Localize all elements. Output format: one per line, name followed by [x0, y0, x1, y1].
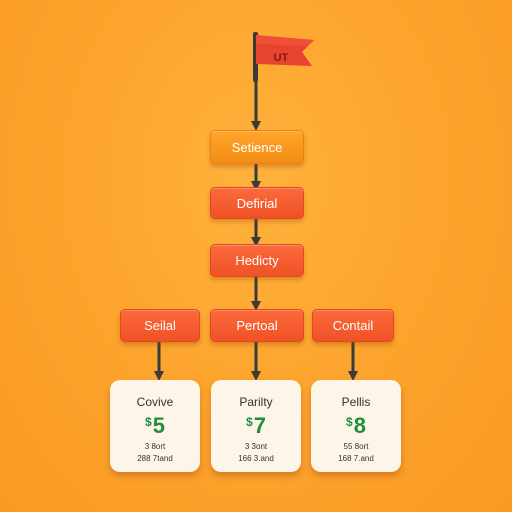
card-detail-line-1: 55 8ort [343, 442, 369, 451]
node-leaf-center-label: Pertoal [236, 318, 278, 333]
node-root-label: Setience [231, 139, 283, 155]
card-title: Covive [136, 395, 174, 409]
node-level2-label: Defirial [236, 195, 278, 211]
node-level2[interactable]: Defirial [210, 187, 304, 219]
flag-label: UT [273, 52, 289, 64]
node-root[interactable]: Setience [210, 130, 304, 164]
node-leaf-right-label: Contail [332, 318, 374, 333]
card-amount: 8 [353, 413, 366, 438]
card-detail-line-1: 3 3ont [244, 442, 268, 451]
card-price: $ 7 [211, 414, 301, 440]
flag-icon [253, 32, 314, 82]
pricing-card-center[interactable]: Parilty $ 7 3 3ont 166 3.and [211, 380, 301, 472]
node-level3-label: Hedicty [235, 253, 279, 268]
card-detail-line-2: 168 7.and [338, 454, 374, 463]
card-currency: $ [145, 415, 152, 429]
node-leaf-left-label: Seilal [144, 318, 176, 333]
node-leaf-center[interactable]: Pertoal [210, 309, 304, 342]
card-amount: 5 [152, 413, 165, 438]
node-leaf-left[interactable]: Seilal [120, 309, 200, 342]
node-leaf-right[interactable]: Contail [312, 309, 394, 342]
card-price: $ 8 [311, 414, 401, 440]
card-detail-line-2: 166 3.and [238, 454, 274, 463]
card-currency: $ [346, 415, 353, 429]
card-title: Pellis [341, 395, 371, 409]
card-title: Parilty [239, 395, 273, 409]
card-price: $ 5 [110, 414, 200, 440]
card-amount: 7 [253, 413, 266, 438]
card-currency: $ [246, 415, 253, 429]
node-level3[interactable]: Hedicty [210, 244, 304, 277]
pricing-card-left[interactable]: Covive $ 5 3 8ort 288 7tand [110, 380, 200, 472]
card-detail-line-1: 3 8ort [144, 442, 166, 451]
card-detail-line-2: 288 7tand [137, 454, 173, 463]
pricing-card-right[interactable]: Pellis $ 8 55 8ort 168 7.and [311, 380, 401, 472]
